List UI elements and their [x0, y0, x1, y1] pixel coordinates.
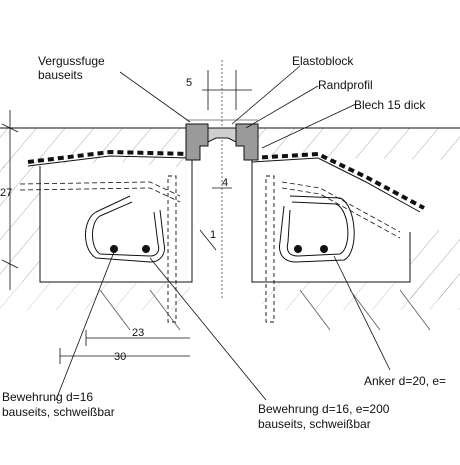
- asphalt-layer-left: [27, 149, 191, 167]
- dim-offset: 4: [222, 177, 229, 189]
- leader-lines: [55, 65, 391, 401]
- vergussfuge-label: Vergussfuge: [38, 54, 105, 68]
- bewehrung-right-label-2: bauseits, schweißbar: [258, 417, 371, 431]
- blech-label: Blech 15 dick: [354, 98, 426, 112]
- bewehrung-right-label: Bewehrung d=16, e=200: [258, 402, 390, 416]
- dim-23: 23: [132, 327, 145, 339]
- bewehrung-left-label-2: bauseits, schweißbar: [2, 405, 115, 419]
- rebar-dots: [110, 245, 328, 253]
- right-block: [251, 160, 411, 283]
- dim-gap: 5: [186, 77, 193, 89]
- reinforcement-loop-right: [279, 195, 355, 263]
- dimension-lines: [1, 70, 252, 364]
- bewehrung-left-label: Bewehrung d=16: [2, 390, 94, 404]
- ground-hatch: [99, 289, 431, 331]
- anker-label: Anker d=20, e=: [364, 374, 447, 388]
- reinforcement-loop-left: [85, 195, 165, 263]
- dim-slope: 1: [210, 229, 217, 241]
- randprofil-right: [235, 123, 259, 161]
- elastoblock: [207, 127, 237, 143]
- left-block: [39, 160, 193, 283]
- dim-30: 30: [114, 351, 127, 363]
- hidden-lines: [19, 181, 401, 239]
- anchor-bars: [167, 175, 275, 323]
- asphalt-layer-right: [251, 151, 425, 213]
- elastoblock-label: Elastoblock: [292, 54, 354, 68]
- randprofil-left: [185, 123, 209, 161]
- randprofil-label: Randprofil: [318, 78, 373, 92]
- dim-side: 27: [0, 187, 13, 199]
- vergussfuge-label-2: bauseits: [38, 68, 83, 82]
